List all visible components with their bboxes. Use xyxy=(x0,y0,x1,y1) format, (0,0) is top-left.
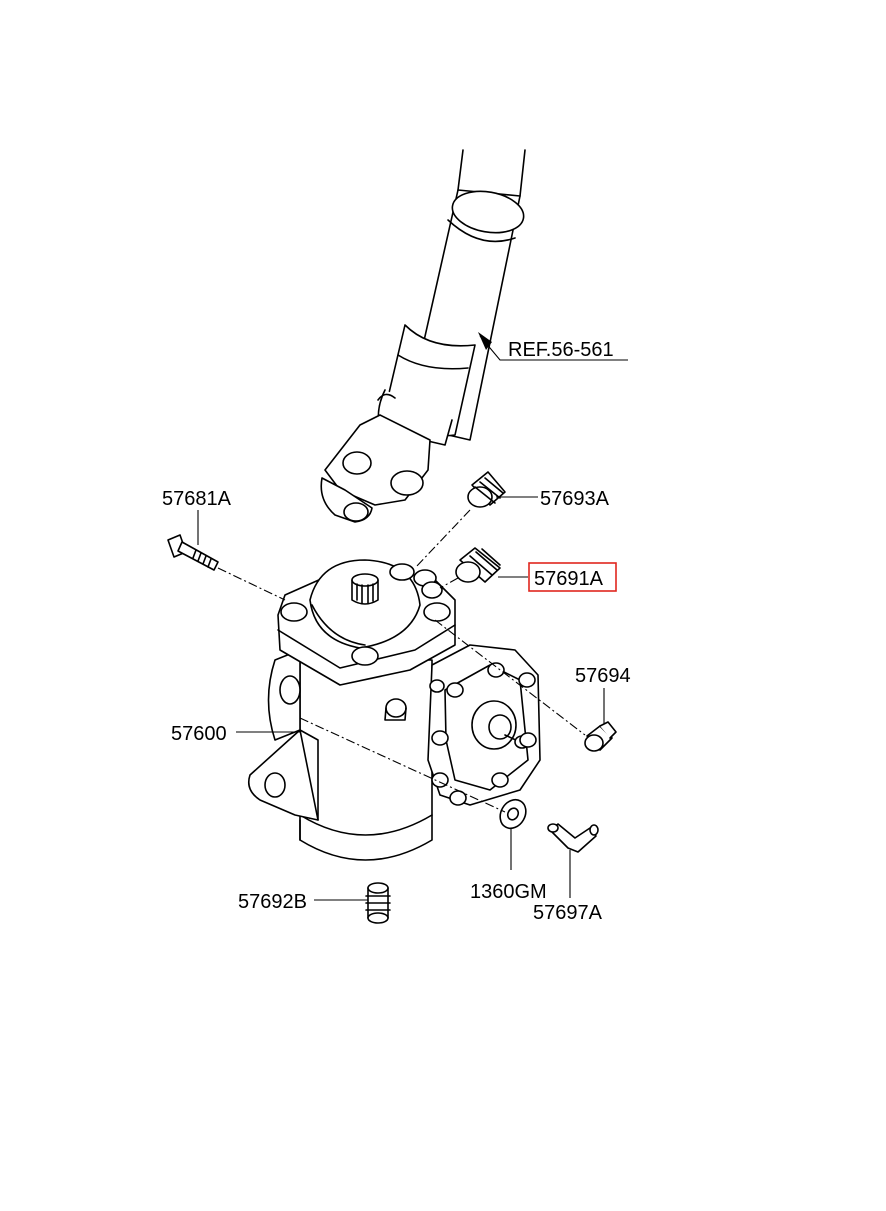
label-57697a: 57697A xyxy=(533,902,603,924)
label-57681a: 57681A xyxy=(162,488,232,510)
fitting-57692b xyxy=(365,882,391,924)
plug-57694 xyxy=(584,721,617,752)
leader-lines xyxy=(197,496,605,901)
elbow-57697a xyxy=(547,823,599,853)
label-1360gm: 1360GM xyxy=(470,881,547,903)
bolt-57681a xyxy=(167,534,219,571)
washer-1360gm xyxy=(499,798,527,830)
label-57694: 57694 xyxy=(575,665,631,687)
label-57693a: 57693A xyxy=(540,488,610,510)
part-labels: 57681A 57693A 57691A 57694 57600 1360GM … xyxy=(162,488,631,924)
reference-label: REF.56-561 xyxy=(508,339,614,361)
steering-column-shaft xyxy=(320,149,526,523)
label-57692b: 57692B xyxy=(238,891,307,913)
highlight-box-57691a xyxy=(528,562,617,592)
label-57691a: 57691A xyxy=(534,568,604,590)
label-57600: 57600 xyxy=(171,723,227,745)
fitting-57691a xyxy=(455,547,501,583)
reference-callout: REF.56-561 xyxy=(478,332,628,361)
steering-gear-housing xyxy=(247,559,541,861)
fitting-57693a xyxy=(467,471,506,508)
assembly-centerlines xyxy=(217,509,586,813)
